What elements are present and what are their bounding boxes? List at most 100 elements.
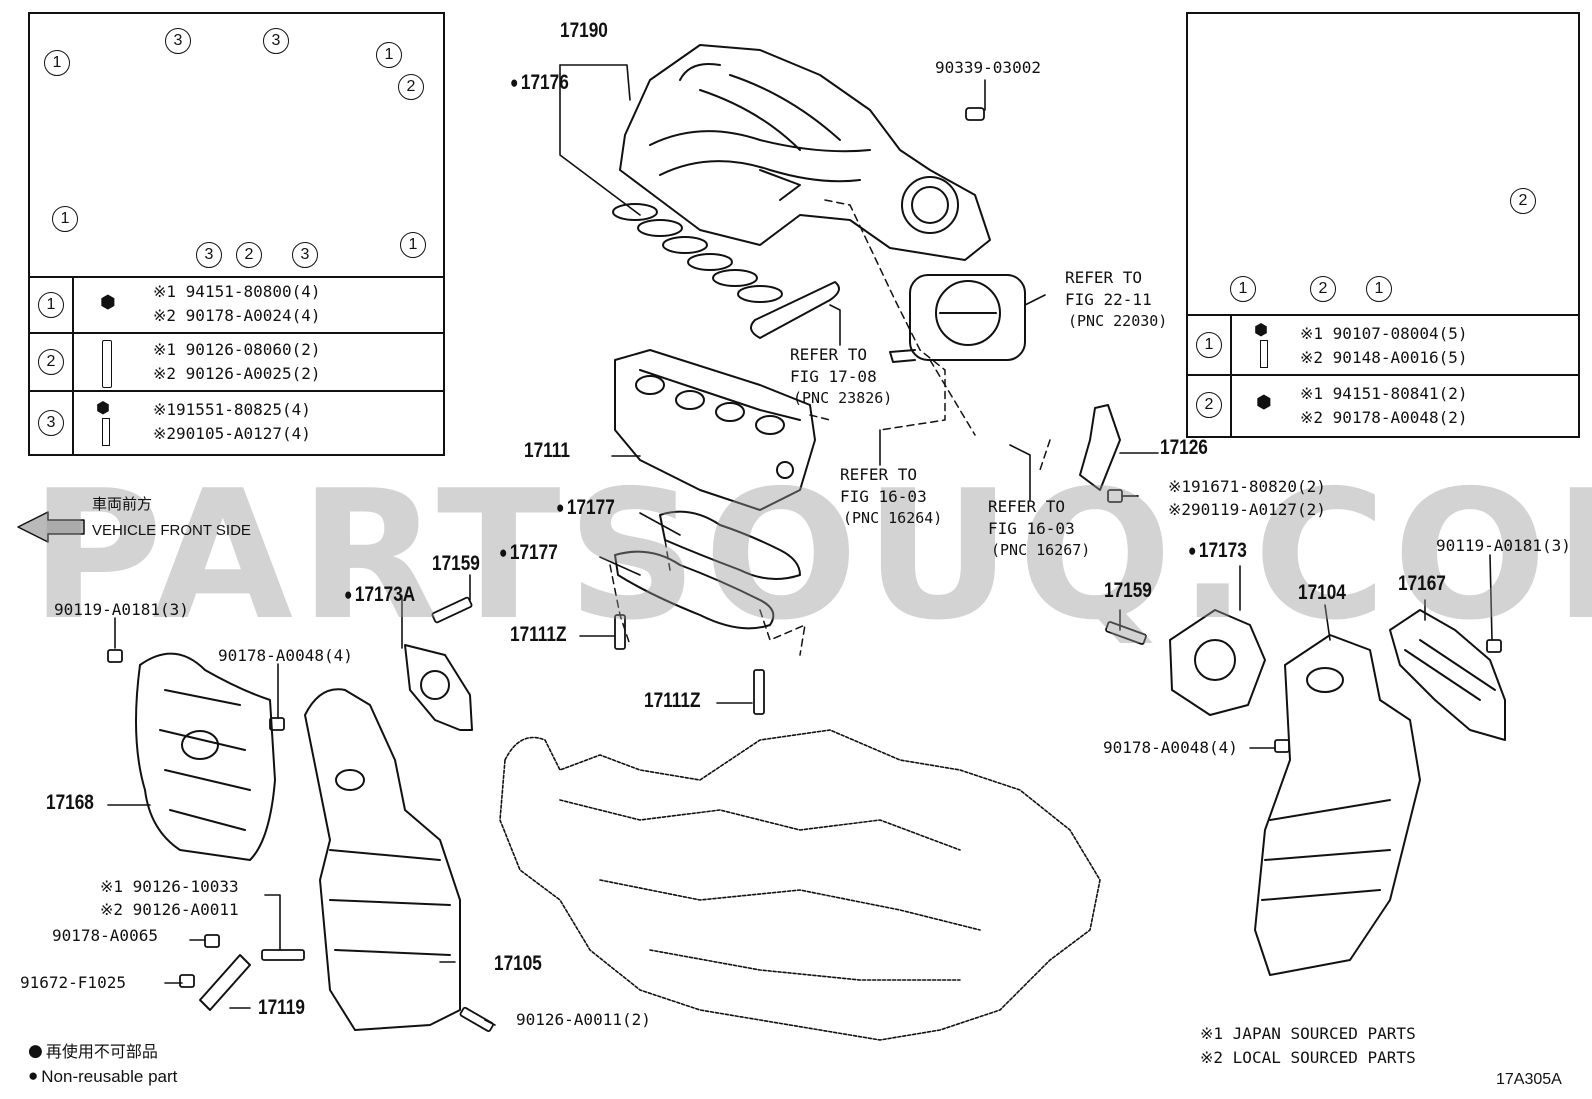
spec-bolt-icon: ⬢ [96, 398, 110, 417]
part-label-17176: 17176 [510, 72, 569, 93]
part-label-90339-03002: 90339-03002 [935, 58, 1041, 77]
part-label-17177-lower: 17177 [499, 542, 558, 563]
refer-fig-16-03-b-line2: FIG 16-03 [988, 519, 1075, 538]
part-label-17167: 17167 [1398, 572, 1446, 595]
spec-line: ※2 90178-A0048(2) [1300, 408, 1468, 427]
callout-circle: 2 [236, 242, 262, 268]
callout-circle: 3 [292, 242, 318, 268]
callout-circle: 2 [1510, 188, 1536, 214]
spec-line: ※290105-A0127(4) [153, 424, 311, 443]
part-label-90126-a0011: ※2 90126-A0011 [100, 900, 239, 919]
spec-line: ※2 90178-A0024(4) [153, 306, 321, 325]
dashed-reference-lines [609, 199, 1051, 656]
left-table-row-3: 3 ⬢ ※191551-80825(4) ※290105-A0127(4) [30, 390, 443, 454]
part-label-91671-80820: ※191671-80820(2) [1168, 477, 1326, 496]
part-label-17173: 17173 [1188, 540, 1247, 561]
right-table-row-1: 1 ⬢ ※1 90107-08004(5) ※2 90148-A0016(5) [1188, 314, 1578, 376]
refer-leaders [879, 429, 1031, 501]
callout-circle: 1 [52, 206, 78, 232]
bracket-17119-drawing [199, 954, 251, 1011]
spec-hex-nut-icon: ⬢ [100, 292, 116, 313]
left-table-row-1: 1 ⬢ ※1 94151-80800(4) ※2 90178-A0024(4) [30, 276, 443, 334]
spec-line: ※2 90126-A0025(2) [153, 364, 321, 383]
part-label-90119-a0181-right: 90119-A0181(3) [1436, 536, 1571, 555]
part-label-91672-f1025: 91672-F1025 [20, 973, 126, 992]
row-index-circle: 2 [1196, 392, 1222, 418]
legend-local-sourced: ※2 LOCAL SOURCED PARTS [1200, 1048, 1416, 1067]
callout-circle: 2 [398, 74, 424, 100]
bracket-17126-drawing [1079, 404, 1121, 491]
refer-fig-17-08-line2: FIG 17-08 [790, 367, 877, 386]
lower-gasket-drawings [614, 510, 801, 630]
callout-circle: 1 [1230, 276, 1256, 302]
callout-circle: 3 [263, 28, 289, 54]
part-label-90119-a0181-left: 90119-A0181(3) [54, 600, 189, 619]
refer-fig-22-11-line2: FIG 22-11 [1065, 290, 1152, 309]
throttle-body-drawing [889, 274, 1026, 363]
part-label-17159-right: 17159 [1104, 579, 1152, 602]
row-index-circle: 3 [38, 410, 64, 436]
spec-bolt-shank-icon [102, 418, 110, 446]
left-flange-gasket-drawing [404, 644, 473, 731]
legend-nonreusable-en: Non-reusable part [28, 1068, 177, 1085]
part-label-17173A: 17173A [344, 584, 415, 605]
part-label-90126-10033: ※1 90126-10033 [100, 877, 239, 896]
callout-circle: 1 [44, 50, 70, 76]
right-exhaust-manifold-drawing [1254, 634, 1421, 976]
refer-fig-16-03-a-pnc: (PNC 16264) [843, 509, 943, 527]
left-table-row-2: 2 ※1 90126-08060(2) ※2 90126-A0025(2) [30, 332, 443, 392]
spec-bolt-icon: ⬢ [1254, 320, 1268, 339]
part-label-17126: 17126 [1160, 436, 1208, 459]
left-inset-table: 1 3 3 1 2 1 3 2 3 1 1 ⬢ ※1 94151-80800(4… [28, 12, 445, 456]
part-label-17111Z-upper: 17111Z [510, 623, 567, 646]
spec-line: ※1 90126-08060(2) [153, 340, 321, 359]
refer-fig-17-08-line1: REFER TO [790, 345, 868, 364]
part-label-90178-a0048-right: 90178-A0048(4) [1103, 738, 1238, 757]
hose-drawing [750, 281, 840, 339]
left-heat-insulator-drawing [135, 652, 276, 861]
part-label-17111Z-lower: 17111Z [644, 689, 701, 712]
part-label-90178-a0048-left: 90178-A0048(4) [218, 646, 353, 665]
part-label-17119: 17119 [258, 996, 305, 1019]
leader-lines [107, 64, 1493, 1026]
spec-line: ※1 94151-80800(4) [153, 282, 321, 301]
legend-japan-sourced: ※1 JAPAN SOURCED PARTS [1200, 1024, 1416, 1043]
callout-circle: 3 [165, 28, 191, 54]
spec-line: ※1 90107-08004(5) [1300, 324, 1468, 343]
spec-line: ※2 90148-A0016(5) [1300, 348, 1468, 367]
right-flange-gasket-drawing [1169, 609, 1266, 716]
front-direction-arrow-icon [17, 511, 85, 543]
part-label-17159-left: 17159 [432, 552, 480, 575]
spec-stud-icon [102, 340, 112, 388]
left-exhaust-manifold-drawing [304, 688, 461, 1031]
fastener-drawings [107, 107, 1502, 1032]
part-label-17111: 17111 [524, 439, 570, 462]
refer-fig-16-03-b-line1: REFER TO [988, 497, 1066, 516]
part-label-17177-upper: 17177 [556, 497, 615, 518]
row-index-circle: 1 [38, 292, 64, 318]
spec-line: ※191551-80825(4) [153, 400, 311, 419]
part-label-17190: 17190 [560, 19, 608, 42]
part-label-17168: 17168 [46, 791, 94, 814]
refer-fig-16-03-a-line2: FIG 16-03 [840, 487, 927, 506]
refer-fig-16-03-b-pnc: (PNC 16267) [991, 541, 1091, 559]
engine-block-drawing [499, 729, 1101, 1041]
diagram-code: 17A305A [1496, 1071, 1562, 1088]
part-label-17104: 17104 [1298, 581, 1346, 604]
refer-fig-22-11-pnc: (PNC 22030) [1068, 312, 1168, 330]
row-index-circle: 2 [38, 349, 64, 375]
direction-label-jp: 車両前方 [92, 495, 153, 513]
direction-label-en: VEHICLE FRONT SIDE [92, 522, 251, 539]
lower-intake-manifold-drawing [614, 349, 816, 511]
part-label-17105: 17105 [494, 952, 542, 975]
upper-intake-manifold-drawing [619, 44, 991, 261]
spec-hex-nut-icon: ⬢ [1256, 392, 1272, 413]
refer-fig-17-08-pnc: (PNC 23826) [793, 389, 893, 407]
legend-nonreusable-jp: 再使用不可部品 [28, 1044, 158, 1061]
part-label-90126-a0011-2: 90126-A0011(2) [516, 1010, 651, 1029]
callout-circle: 1 [400, 232, 426, 258]
refer-fig-16-03-a-line1: REFER TO [840, 465, 918, 484]
spec-bolt-shank-icon [1260, 340, 1268, 368]
manifold-gasket-drawing [612, 203, 783, 303]
